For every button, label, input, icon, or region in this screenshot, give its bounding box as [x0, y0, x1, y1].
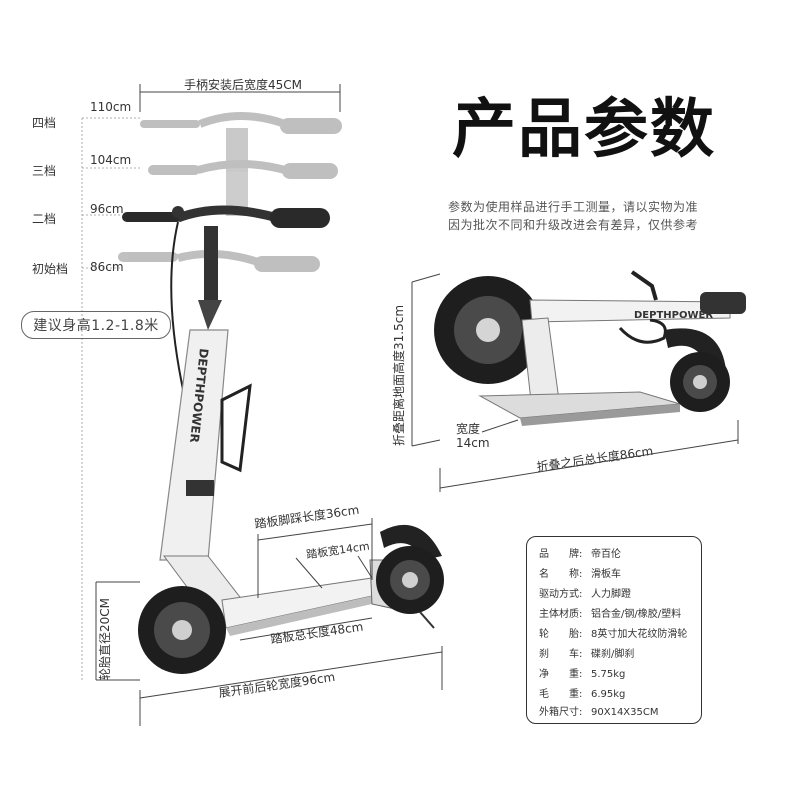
unfolded-dimensions: [95, 518, 443, 726]
level-4-name: 四档: [32, 116, 57, 130]
folded-scooter: DEPTHPOWER: [434, 270, 746, 426]
folded-width-label: 宽度: [456, 422, 481, 436]
handle-width-dimension: [139, 84, 341, 112]
spec-row: 净 重:5.75kg: [539, 669, 626, 680]
level-4-value: 110cm: [90, 100, 132, 114]
disclaimer-line-1: 参数为使用样品进行手工测量，请以实物为准: [448, 200, 699, 214]
level-2-name: 二档: [32, 212, 57, 226]
level-1-name: 初始档: [32, 262, 69, 276]
spec-row: 驱动方式:人力脚蹬: [539, 589, 631, 600]
disclaimer-line-2: 因为批次不同和升级改进会有差异，仅供参考: [448, 218, 699, 232]
level-1-value: 86cm: [90, 260, 124, 274]
folded-width-value: 14cm: [456, 436, 490, 450]
wheel-diameter-label: 轮胎直径20CM: [98, 597, 112, 680]
unfolded-scooter: DEPTHPOWER: [122, 205, 444, 674]
handle-width-label: 手柄安装后宽度45CM: [184, 78, 303, 92]
folded-height-label: 折叠距离地面高度31.5cm: [392, 304, 406, 446]
ghost-handlebars: [118, 112, 342, 272]
folded-dimensions: [411, 273, 739, 492]
level-2-value: 96cm: [90, 202, 124, 216]
spec-table: 品 牌:帝百伦 名 称:滑板车 驱动方式:人力脚蹬 主体材质:铝合金/钢/橡胶/…: [526, 536, 702, 724]
spec-row: 毛 重:6.95kg: [539, 689, 626, 700]
level-3-name: 三档: [32, 164, 57, 178]
folded-brand-text: DEPTHPOWER: [634, 310, 713, 321]
level-3-value: 104cm: [90, 153, 132, 167]
page-title: 产品参数: [452, 93, 716, 167]
height-level-guides: [81, 117, 140, 680]
spec-row: 品 牌:帝百伦: [539, 549, 621, 560]
spec-row: 轮 胎:8英寸加大花纹防滑轮: [539, 629, 688, 640]
spec-row: 主体材质:铝合金/钢/橡胶/塑料: [539, 609, 682, 620]
recommended-height-badge: 建议身高1.2-1.8米: [21, 311, 171, 339]
spec-row: 外箱尺寸:90X14X35CM: [539, 707, 659, 718]
spec-row: 刹 车:碟刹/脚刹: [539, 649, 635, 660]
spec-row: 名 称:滑板车: [539, 569, 621, 580]
